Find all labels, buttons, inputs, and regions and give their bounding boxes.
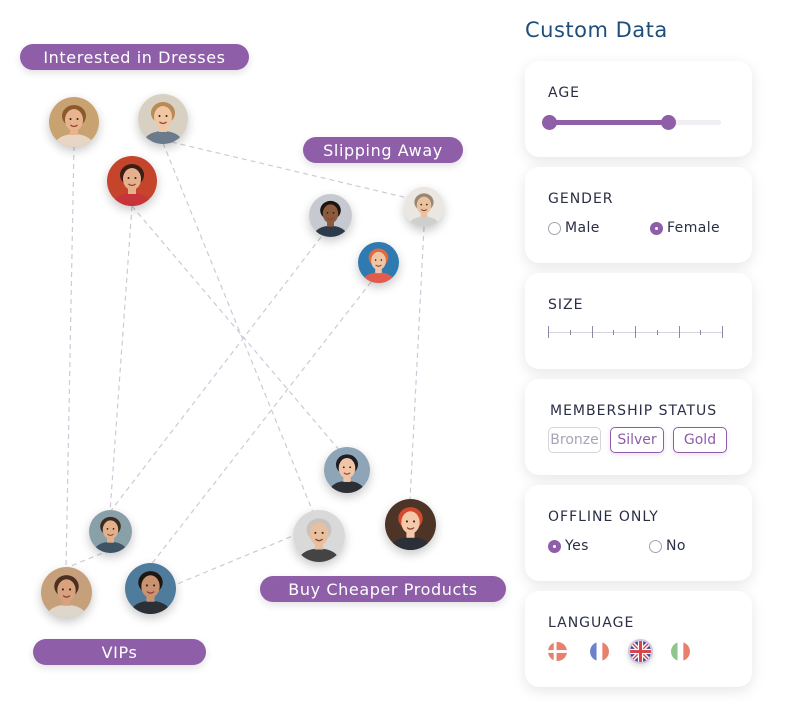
edge [409,226,425,501]
size-label: SIZE [548,297,584,313]
size-minor-tick [656,329,658,335]
segment-label: Buy Cheaper Products [288,579,478,599]
segment-slipping-away[interactable]: Slipping Away [303,137,463,163]
segment-interested-in-dresses[interactable]: Interested in Dresses [20,44,249,70]
size-minor-tick [700,329,702,335]
customer-avatar[interactable] [89,510,132,553]
membership-silver-button[interactable]: Silver [610,427,664,453]
edge [162,142,314,513]
size-major-tick [678,326,680,338]
chip-label: Bronze [550,432,599,448]
offline-option-no[interactable]: No [649,538,686,554]
offline-option-yes[interactable]: Yes [548,538,589,554]
edge [149,281,372,567]
edge [162,139,413,200]
gender-label: GENDER [548,191,614,207]
size-minor-tick [569,329,571,335]
france-flag-icon[interactable] [590,642,609,661]
size-major-tick [591,326,593,338]
age-range-fill [549,120,668,125]
radio-selected-icon [650,221,663,235]
gender-filter-card: GENDER Male Female [525,167,752,263]
segment-label: Slipping Away [323,140,443,160]
age-min-handle[interactable] [542,115,557,130]
chip-label: Gold [683,432,717,448]
radio-label: Male [565,220,600,236]
segment-vips[interactable]: VIPs [33,639,206,665]
size-scale[interactable] [548,326,723,338]
chip-label: Silver [617,432,657,448]
edge [131,205,341,452]
size-filter-card: SIZE [525,273,752,369]
membership-gold-button[interactable]: Gold [673,427,727,453]
customer-avatar[interactable] [385,499,436,550]
customer-avatar[interactable] [293,510,345,562]
gender-option-male[interactable]: Male [548,220,600,236]
membership-label: MEMBERSHIP STATUS [550,403,718,419]
size-minor-tick [613,329,615,335]
radio-selected-icon [548,539,561,553]
edge [109,205,133,513]
language-filter-card: LANGUAGE [525,591,752,687]
radio-label: Yes [565,538,589,554]
edge [65,549,111,569]
uk-flag-icon[interactable] [628,639,653,664]
customer-avatar[interactable] [358,242,399,283]
edge [169,534,296,588]
age-range-slider[interactable] [542,115,721,130]
customer-avatar[interactable] [324,447,370,493]
radio-label: No [666,538,686,554]
membership-filter-card: MEMBERSHIP STATUS Bronze Silver Gold [525,379,752,475]
customer-avatar[interactable] [309,194,352,237]
age-label: AGE [548,85,581,101]
language-label: LANGUAGE [548,615,635,631]
size-major-tick [548,326,549,338]
gender-option-female[interactable]: Female [650,220,720,236]
age-max-handle[interactable] [660,115,676,130]
size-major-tick [722,326,723,338]
radio-icon [548,221,561,235]
customer-avatar[interactable] [404,187,444,227]
network-edges [65,139,425,588]
italy-flag-icon[interactable] [671,642,690,661]
edge [65,145,75,569]
radio-icon [649,539,662,553]
edge [109,236,322,513]
age-filter-card: AGE [525,61,752,157]
segment-label: VIPs [101,642,138,662]
customer-avatar[interactable] [107,156,157,206]
segment-label: Interested in Dresses [43,47,226,67]
customer-avatar[interactable] [41,567,92,618]
size-major-tick [635,326,636,338]
denmark-flag-icon[interactable] [548,642,567,661]
panel-title: Custom Data [525,18,668,42]
offline-filter-card: OFFLINE ONLY Yes No [525,485,752,581]
customer-avatar[interactable] [49,97,99,147]
segment-buy-cheaper-products[interactable]: Buy Cheaper Products [260,576,506,602]
membership-bronze-button[interactable]: Bronze [548,427,601,453]
customer-avatar[interactable] [125,563,176,614]
customer-network-graph [65,139,425,588]
offline-label: OFFLINE ONLY [548,509,659,525]
customer-avatar[interactable] [138,94,188,144]
radio-label: Female [667,220,721,236]
